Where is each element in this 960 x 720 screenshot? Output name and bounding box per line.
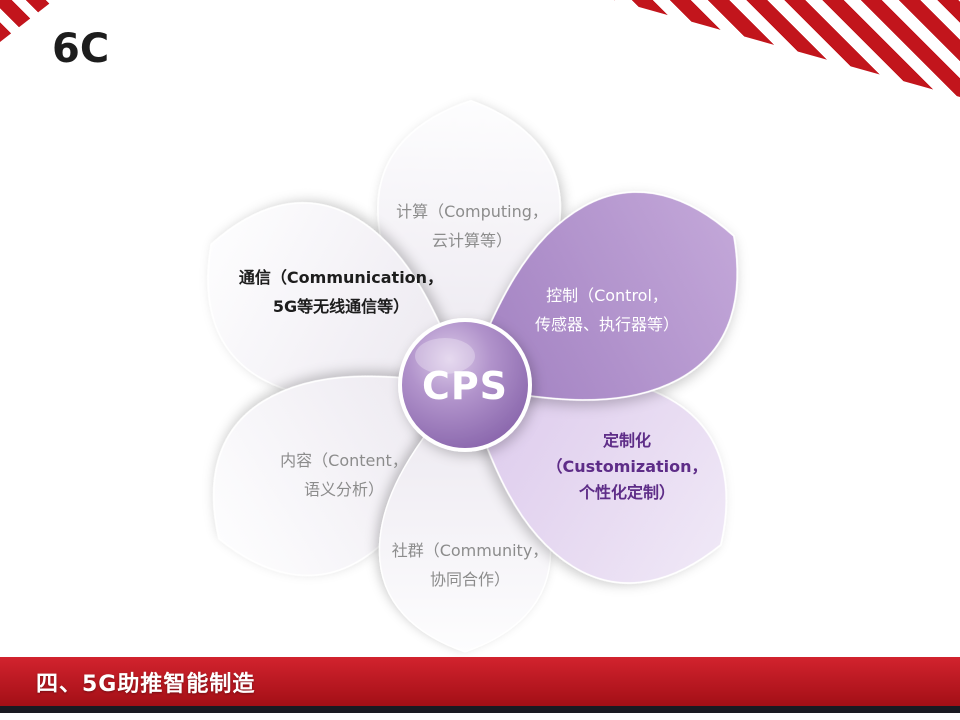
footer-banner: 四、5G助推智能制造 (0, 657, 960, 706)
petal-label-computing: 计算（Computing， 云计算等） (396, 197, 548, 255)
petal-label-customization: 定制化 （Customization， 个性化定制） (546, 428, 707, 506)
label-line: 云计算等） (431, 231, 512, 250)
label-line: 计算（Computing， (396, 202, 548, 221)
label-line: 个性化定制） (578, 483, 675, 502)
petal-label-communication: 通信（Communication， 5G等无线通信等） (239, 263, 443, 321)
label-line: （Customization， (546, 457, 708, 476)
label-line: 社群（Community， (391, 541, 549, 560)
footer-title: 四、5G助推智能制造 (36, 671, 256, 697)
footer-dark-strip (0, 706, 960, 713)
petal-label-community: 社群（Community， 协同合作） (392, 536, 549, 594)
cps-label: CPS (422, 364, 508, 408)
petal-label-content: 内容（Content， 语义分析） (280, 446, 408, 504)
label-line: 5G等无线通信等） (272, 297, 410, 316)
cps-center-ball (398, 318, 532, 452)
label-line: 语义分析） (303, 480, 385, 499)
label-line: 定制化 (602, 431, 651, 450)
petal-label-control: 控制（Control， 传感器、执行器等） (535, 281, 679, 339)
label-line: 内容（Content， (280, 451, 408, 470)
label-line: 控制（Control， (546, 286, 668, 305)
label-line: 传感器、执行器等） (534, 315, 680, 334)
ball-highlight (415, 338, 475, 374)
label-line: 通信（Communication， (238, 268, 444, 287)
label-line: 协同合作） (429, 570, 511, 589)
slide-title: 6C (52, 26, 110, 72)
